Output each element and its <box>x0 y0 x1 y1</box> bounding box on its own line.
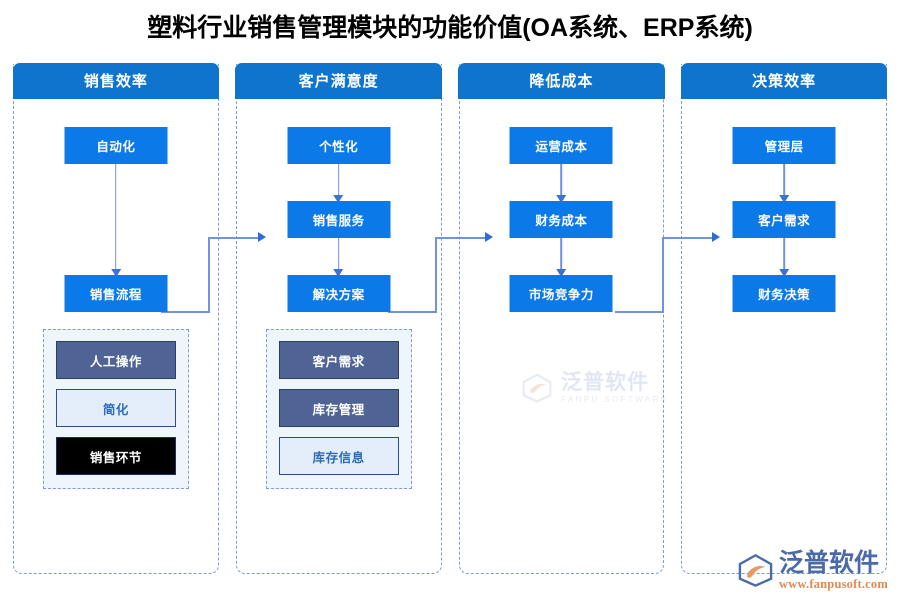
column-header-3: 降低成本 <box>458 62 665 99</box>
group-chip[interactable]: 销售环节 <box>55 437 176 475</box>
column-decision-efficiency: 决策效率 管理层 客户需求 财务决策 <box>680 62 888 574</box>
flow-node[interactable]: 运营成本 <box>509 127 613 164</box>
column-customer-satisfaction: 客户满意度 个性化 销售服务 解决方案 客户需求 库存管理 库存信息 <box>235 62 442 574</box>
flow-arrow-down-icon <box>337 164 340 202</box>
column-sales-efficiency: 销售效率 自动化 销售流程 人工操作 简化 销售环节 <box>12 62 220 574</box>
flow-arrow-down-icon <box>115 164 117 276</box>
flow-2: 个性化 销售服务 解决方案 <box>237 100 441 312</box>
flow-arrow-down-icon <box>783 238 785 276</box>
flow-node[interactable]: 解决方案 <box>287 275 391 312</box>
flow-node[interactable]: 管理层 <box>732 127 836 164</box>
column-header-1: 销售效率 <box>12 62 220 99</box>
connector-segment <box>208 237 260 239</box>
flow-1: 自动化 销售流程 <box>14 100 218 312</box>
flow-node[interactable]: 自动化 <box>64 127 168 164</box>
brand-url: www.fanpusoft.com <box>779 576 888 591</box>
column-body-1: 自动化 销售流程 人工操作 简化 销售环节 <box>14 100 218 573</box>
diagram-board: 销售效率 自动化 销售流程 人工操作 简化 销售环节 客户满意度 个性化 销售服… <box>12 62 888 574</box>
flow-arrow-down-icon <box>337 238 340 276</box>
flow-arrow-down-icon <box>783 164 785 202</box>
flow-3: 运营成本 财务成本 市场竞争力 <box>460 100 664 312</box>
group-chip[interactable]: 客户需求 <box>278 341 399 379</box>
column-body-4: 管理层 客户需求 财务决策 <box>682 100 886 573</box>
column-header-2: 客户满意度 <box>235 62 442 99</box>
group-2: 客户需求 库存管理 库存信息 <box>265 329 412 489</box>
group-chip[interactable]: 库存管理 <box>278 389 399 427</box>
connector-segment <box>662 237 714 239</box>
flow-node[interactable]: 销售流程 <box>64 275 168 312</box>
connector-segment <box>161 311 209 313</box>
column-body-3: 运营成本 财务成本 市场竞争力 <box>460 100 664 573</box>
connector-segment <box>208 237 210 313</box>
connector-col2-col3 <box>13 64 887 574</box>
flow-node[interactable]: 销售服务 <box>287 201 391 238</box>
flow-node[interactable]: 财务决策 <box>732 275 836 312</box>
group-1: 人工操作 简化 销售环节 <box>42 329 189 489</box>
flow-node[interactable]: 财务成本 <box>509 201 613 238</box>
flow-node[interactable]: 客户需求 <box>732 201 836 238</box>
group-chip[interactable]: 库存信息 <box>278 437 399 475</box>
page-title: 塑料行业销售管理模块的功能价值(OA系统、ERP系统) <box>147 14 753 42</box>
brand-logo: 泛普软件 www.fanpusoft.com <box>737 548 888 591</box>
column-body-2: 个性化 销售服务 解决方案 客户需求 库存管理 库存信息 <box>237 100 441 573</box>
connector-segment <box>615 311 663 313</box>
flow-node[interactable]: 市场竞争力 <box>509 275 613 312</box>
connector-col3-col4 <box>13 64 887 574</box>
connector-arrow-icon <box>485 232 493 242</box>
flow-4: 管理层 客户需求 财务决策 <box>682 100 886 312</box>
column-reduce-cost: 降低成本 运营成本 财务成本 市场竞争力 <box>458 62 665 574</box>
connector-arrow-icon <box>258 232 266 242</box>
connector-arrow-icon <box>712 232 720 242</box>
connector-col1-col2 <box>13 64 887 574</box>
connector-segment <box>388 311 436 313</box>
flow-arrow-down-icon <box>560 238 563 276</box>
connector-segment <box>662 237 664 313</box>
group-chip[interactable]: 人工操作 <box>55 341 176 379</box>
flow-node[interactable]: 个性化 <box>287 127 391 164</box>
fanpu-logo-icon <box>738 553 773 587</box>
connector-segment <box>435 237 437 313</box>
column-header-4: 决策效率 <box>680 62 888 99</box>
flow-arrow-down-icon <box>560 164 563 202</box>
group-chip[interactable]: 简化 <box>55 389 176 427</box>
connector-segment <box>435 237 487 239</box>
brand-name: 泛普软件 <box>779 548 880 577</box>
